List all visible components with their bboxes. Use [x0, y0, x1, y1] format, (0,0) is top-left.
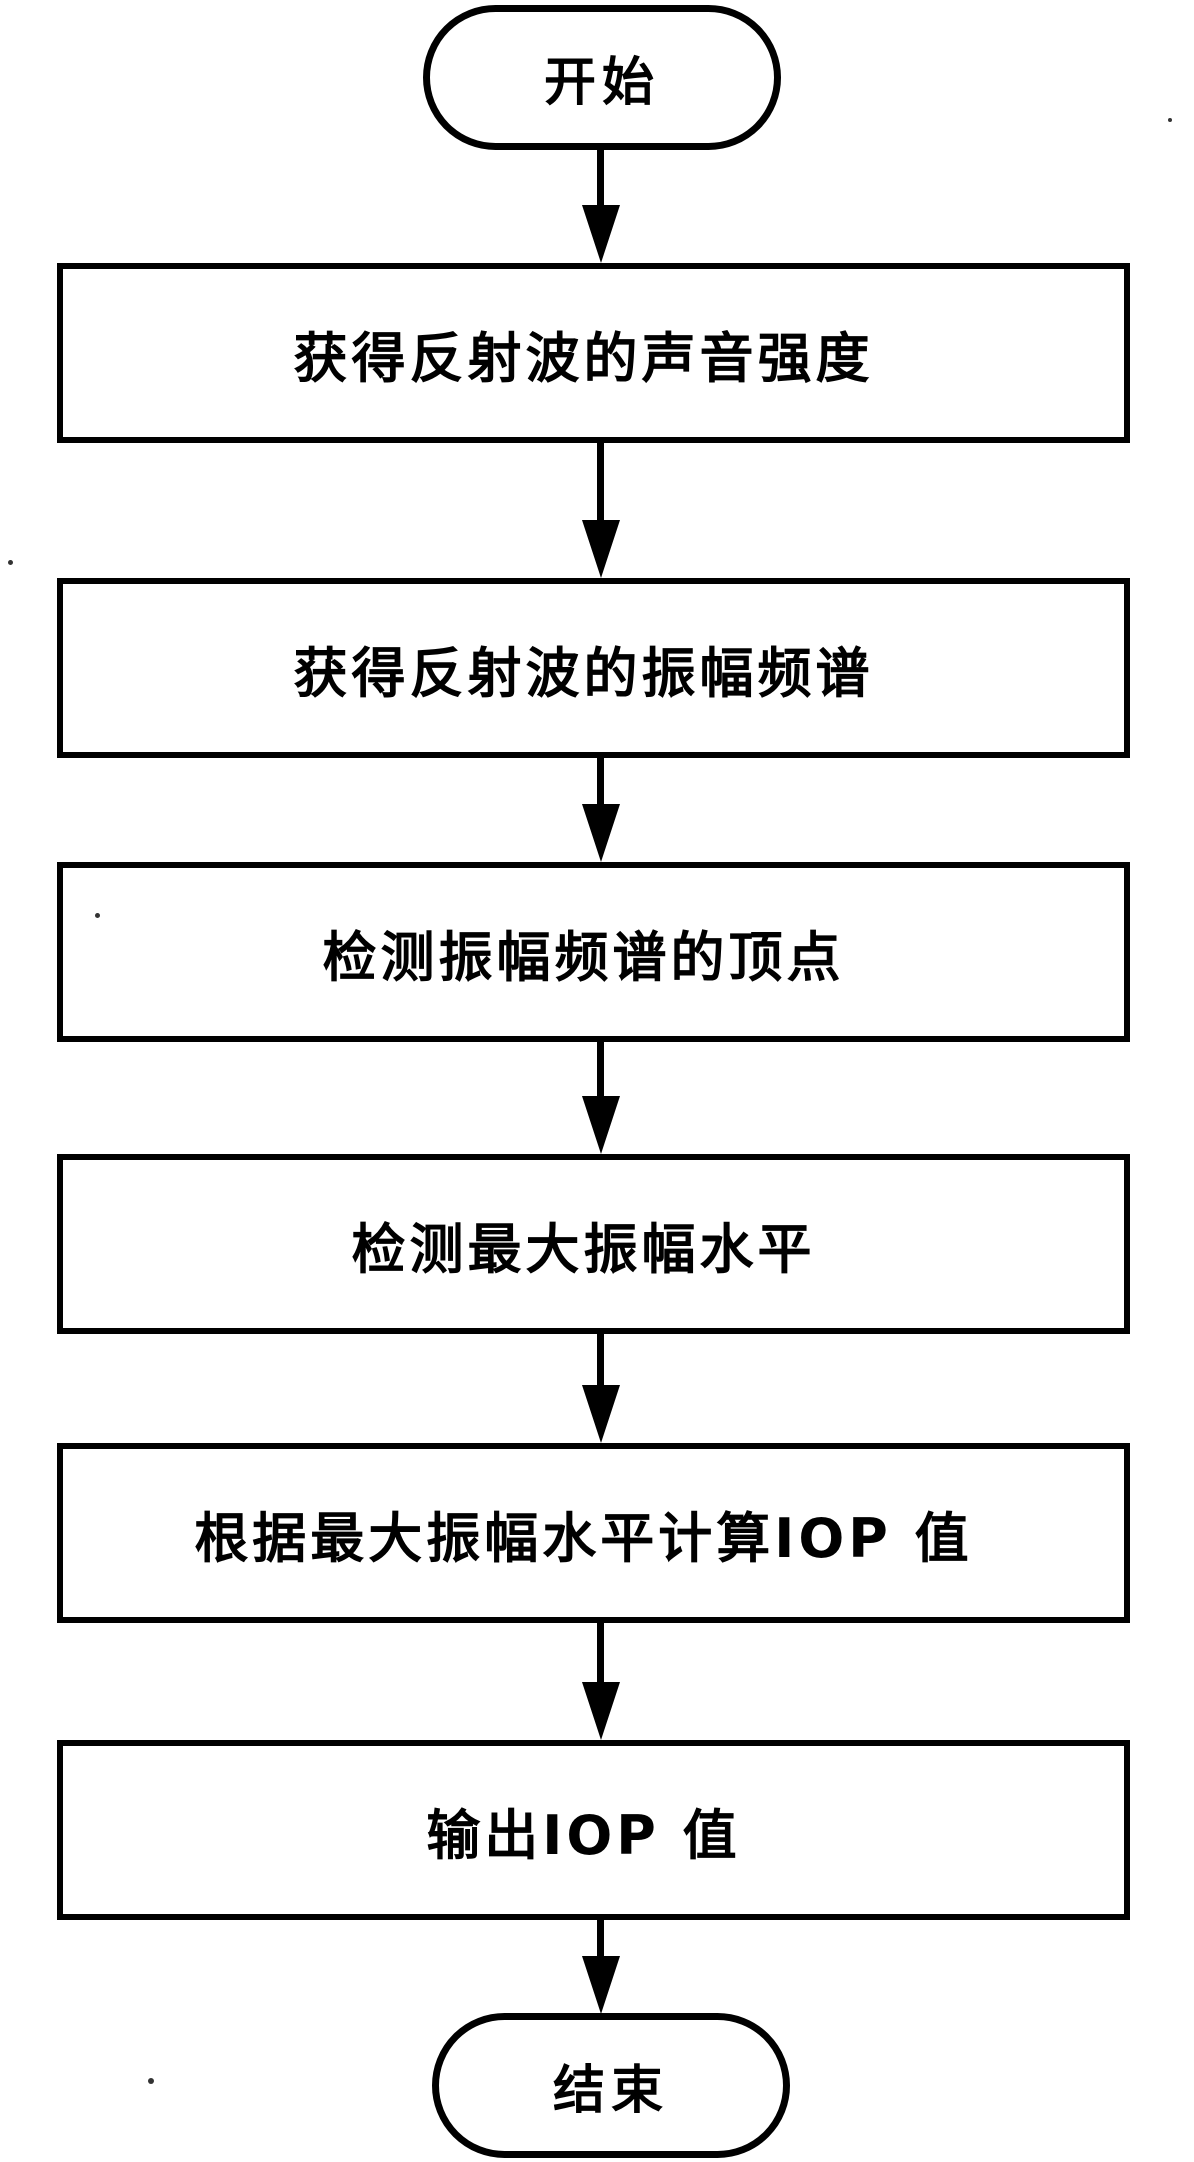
terminal-end-label: 结束 — [552, 2061, 669, 2121]
scan-speck — [8, 560, 13, 565]
arrow-head-icon — [582, 1682, 620, 1740]
arrow-stem — [597, 1042, 604, 1100]
process-step-4: 检测最大振幅水平 — [57, 1154, 1130, 1334]
arrow-head-icon — [582, 205, 620, 263]
scan-speck — [1168, 118, 1172, 122]
arrow-stem — [597, 443, 604, 525]
process-step-5: 根据最大振幅水平计算IOP 值 — [57, 1443, 1130, 1623]
process-step-1-label: 获得反射波的声音强度 — [293, 326, 874, 390]
process-step-3-label: 检测振幅频谱的顶点 — [322, 925, 845, 989]
arrow-head-icon — [582, 804, 620, 862]
process-step-6: 输出IOP 值 — [57, 1740, 1130, 1920]
arrow-head-icon — [582, 1096, 620, 1154]
scan-speck — [95, 913, 100, 918]
arrow-stem — [597, 758, 604, 810]
arrow-stem — [597, 1920, 604, 1962]
arrow-stem — [597, 1334, 604, 1389]
process-step-2-label: 获得反射波的振幅频谱 — [293, 641, 874, 705]
process-step-2: 获得反射波的振幅频谱 — [57, 578, 1130, 758]
scan-speck — [148, 2078, 154, 2084]
arrow-stem — [597, 1623, 604, 1686]
process-step-6-label: 输出IOP 值 — [426, 1803, 741, 1867]
process-step-3: 检测振幅频谱的顶点 — [57, 862, 1130, 1042]
terminal-end: 结束 — [432, 2013, 790, 2158]
arrow-head-icon — [582, 520, 620, 578]
process-step-4-label: 检测最大振幅水平 — [351, 1217, 816, 1281]
terminal-start: 开始 — [423, 5, 781, 150]
process-step-5-label: 根据最大振幅水平计算IOP 值 — [194, 1506, 973, 1570]
process-step-1: 获得反射波的声音强度 — [57, 263, 1130, 443]
arrow-head-icon — [582, 1956, 620, 2014]
terminal-start-label: 开始 — [543, 53, 660, 113]
arrow-head-icon — [582, 1385, 620, 1443]
arrow-stem — [597, 150, 604, 210]
